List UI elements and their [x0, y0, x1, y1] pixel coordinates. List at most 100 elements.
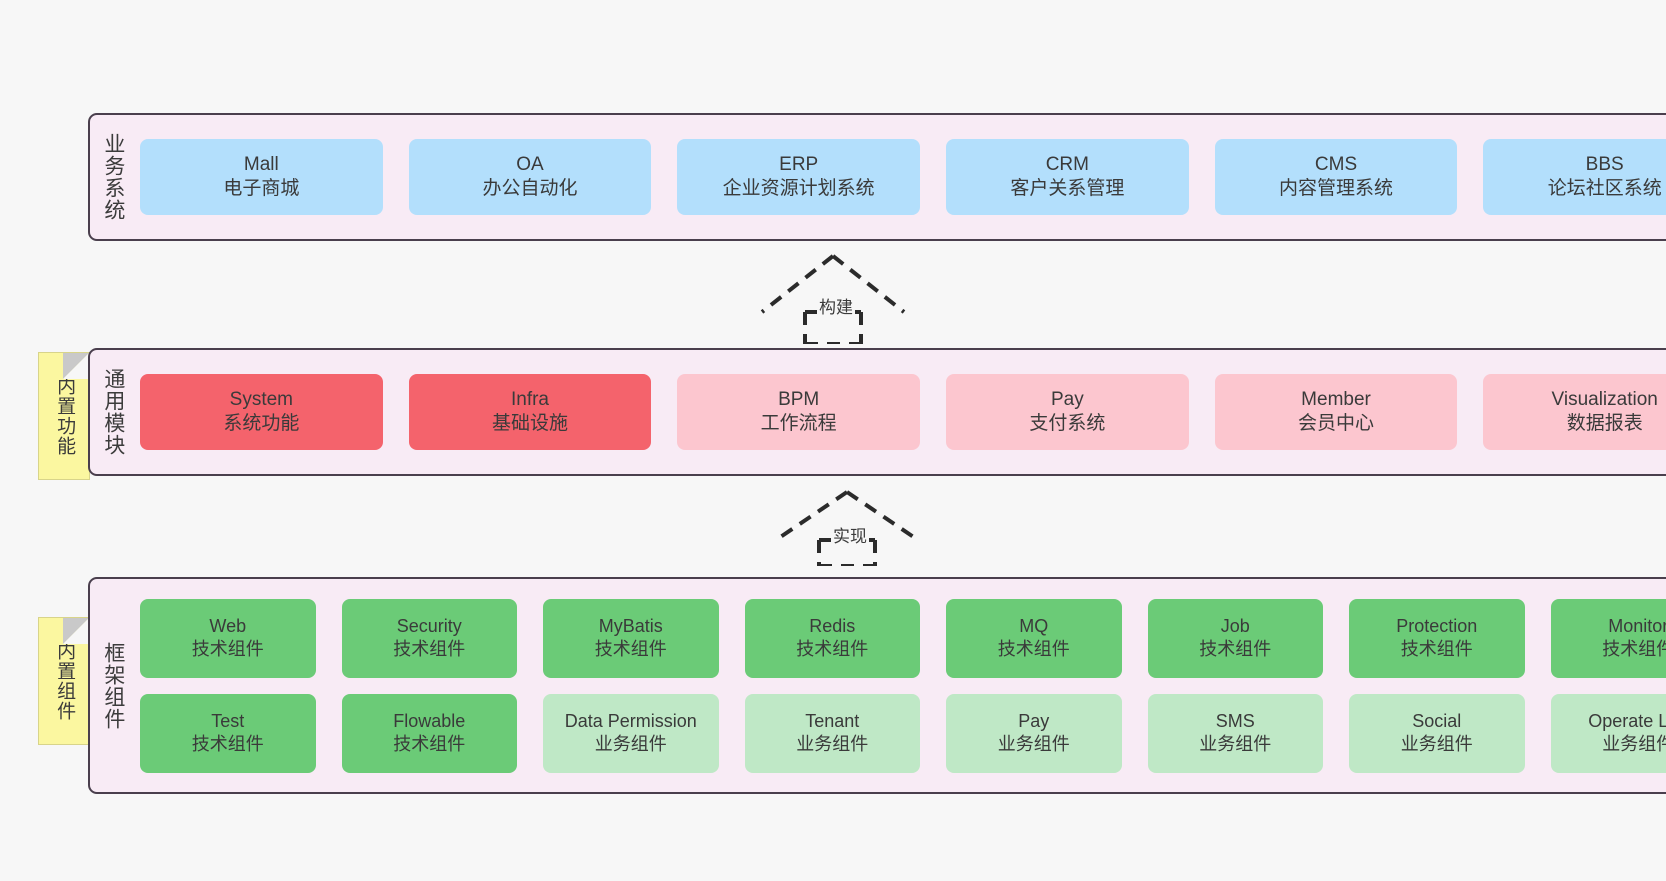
note-label: 内置功能 [54, 376, 76, 456]
card-subtitle: 技术组件 [997, 639, 1070, 659]
card-subtitle: 技术组件 [1602, 639, 1666, 659]
card-crm[interactable]: CRM 客户关系管理 [946, 139, 1189, 215]
card-subtitle: 工作流程 [760, 413, 837, 434]
card-subtitle: 内容管理系统 [1279, 178, 1394, 199]
card-title: Operate Log [1588, 710, 1666, 731]
card-title: ERP [779, 153, 819, 175]
card-title: Security [396, 615, 462, 636]
card-job[interactable]: Job 技术组件 [1147, 598, 1323, 678]
card-subtitle: 企业资源计划系统 [722, 178, 875, 199]
connector-build-label: 构建 [817, 293, 855, 318]
card-row: System 系统功能 Infra 基础设施 BPM 工作流程 Pay 支付系统… [140, 374, 1666, 450]
card-monitor[interactable]: Monitor 技术组件 [1550, 598, 1666, 678]
card-subtitle: 客户关系管理 [1010, 178, 1125, 199]
card-title: Protection [1396, 615, 1478, 636]
card-protection[interactable]: Protection 技术组件 [1349, 598, 1525, 678]
card-title: SMS [1215, 710, 1255, 731]
card-title: Social [1412, 710, 1462, 731]
card-row: Web 技术组件 Security 技术组件 MyBatis 技术组件 Redi… [140, 598, 1666, 678]
card-system[interactable]: System 系统功能 [140, 374, 383, 450]
card-subtitle: 业务组件 [594, 734, 667, 754]
card-title: Flowable [393, 710, 466, 731]
card-subtitle: 数据报表 [1566, 413, 1643, 434]
card-bbs[interactable]: BBS 论坛社区系统 [1483, 139, 1666, 215]
card-title: Tenant [805, 710, 860, 731]
card-title: Job [1220, 615, 1250, 636]
card-cms[interactable]: CMS 内容管理系统 [1214, 139, 1458, 215]
card-redis[interactable]: Redis 技术组件 [744, 598, 920, 678]
card-infra[interactable]: Infra 基础设施 [408, 374, 652, 450]
card-title: MQ [1019, 615, 1049, 636]
layer-body-common: System 系统功能 Infra 基础设施 BPM 工作流程 Pay 支付系统… [136, 350, 1666, 474]
card-subtitle: 业务组件 [796, 734, 869, 754]
card-subtitle: 支付系统 [1029, 413, 1106, 434]
card-security[interactable]: Security 技术组件 [341, 598, 517, 678]
card-title: Web [209, 615, 247, 636]
card-subtitle: 电子商城 [223, 178, 300, 199]
card-subtitle: 业务组件 [1199, 734, 1272, 754]
note-builtin-component: 内置组件 [38, 617, 90, 745]
card-subtitle: 办公自动化 [482, 178, 578, 199]
note-builtin-function: 内置功能 [38, 352, 90, 480]
card-flowable[interactable]: Flowable 技术组件 [341, 693, 517, 773]
card-row: Mall 电子商城 OA 办公自动化 ERP 企业资源计划系统 CRM 客户关系… [140, 139, 1666, 215]
card-mall[interactable]: Mall 电子商城 [140, 139, 383, 215]
card-erp[interactable]: ERP 企业资源计划系统 [677, 139, 921, 215]
card-title: Infra [510, 388, 550, 410]
card-subtitle: 技术组件 [1199, 639, 1272, 659]
card-subtitle: 业务组件 [1602, 734, 1666, 754]
card-title: Test [211, 710, 245, 731]
card-member[interactable]: Member 会员中心 [1214, 374, 1458, 450]
card-row: Test 技术组件 Flowable 技术组件 Data Permission … [140, 693, 1666, 773]
card-oa[interactable]: OA 办公自动化 [408, 139, 652, 215]
connector-implement-label: 实现 [831, 522, 869, 547]
card-subtitle: 会员中心 [1298, 413, 1375, 434]
card-title: Member [1301, 388, 1371, 410]
layer-body-business: Mall 电子商城 OA 办公自动化 ERP 企业资源计划系统 CRM 客户关系… [136, 115, 1666, 239]
card-mq[interactable]: MQ 技术组件 [946, 598, 1122, 678]
card-web[interactable]: Web 技术组件 [140, 598, 316, 678]
card-title: Data Permission [564, 710, 697, 731]
card-subtitle: 技术组件 [1400, 639, 1473, 659]
card-title: MyBatis [598, 615, 663, 636]
card-sms[interactable]: SMS 业务组件 [1147, 693, 1323, 773]
card-title: Pay [1018, 710, 1050, 731]
card-bpm[interactable]: BPM 工作流程 [677, 374, 921, 450]
card-subtitle: 技术组件 [191, 734, 264, 754]
card-subtitle: 业务组件 [1400, 734, 1473, 754]
card-title: BBS [1585, 153, 1624, 175]
layer-common-modules: 通用模块 System 系统功能 Infra 基础设施 BPM 工作流程 Pay… [88, 348, 1666, 476]
note-label: 内置组件 [54, 641, 76, 721]
card-title: Visualization [1551, 388, 1658, 410]
card-subtitle: 技术组件 [393, 639, 466, 659]
card-subtitle: 技术组件 [191, 639, 264, 659]
card-title: BPM [778, 388, 820, 410]
card-title: Pay [1050, 388, 1084, 410]
layer-business-systems: 业务系统 Mall 电子商城 OA 办公自动化 ERP 企业资源计划系统 CRM… [88, 113, 1666, 241]
card-test[interactable]: Test 技术组件 [140, 693, 316, 773]
layer-body-framework: Web 技术组件 Security 技术组件 MyBatis 技术组件 Redi… [136, 579, 1666, 792]
card-pay-biz[interactable]: Pay 业务组件 [946, 693, 1122, 773]
card-tenant[interactable]: Tenant 业务组件 [744, 693, 920, 773]
card-subtitle: 论坛社区系统 [1547, 178, 1662, 199]
layer-title-business: 业务系统 [101, 133, 125, 221]
card-title: System [229, 388, 294, 410]
layer-framework-components: 框架组件 Web 技术组件 Security 技术组件 MyBatis 技术组件… [88, 577, 1666, 794]
card-mybatis[interactable]: MyBatis 技术组件 [543, 598, 719, 678]
card-subtitle: 基础设施 [492, 413, 569, 434]
card-operate-log[interactable]: Operate Log 业务组件 [1550, 693, 1666, 773]
card-subtitle: 技术组件 [796, 639, 869, 659]
card-title: CRM [1045, 153, 1089, 175]
card-data-permission[interactable]: Data Permission 业务组件 [543, 693, 719, 773]
card-subtitle: 技术组件 [594, 639, 667, 659]
card-title: Monitor [1608, 615, 1666, 636]
card-pay[interactable]: Pay 支付系统 [946, 374, 1189, 450]
layer-title-framework: 框架组件 [101, 641, 125, 730]
card-title: Redis [809, 615, 856, 636]
card-title: Mall [243, 153, 279, 175]
card-social[interactable]: Social 业务组件 [1349, 693, 1525, 773]
card-visualization[interactable]: Visualization 数据报表 [1483, 374, 1666, 450]
card-subtitle: 业务组件 [997, 734, 1070, 754]
card-title: OA [516, 153, 544, 175]
